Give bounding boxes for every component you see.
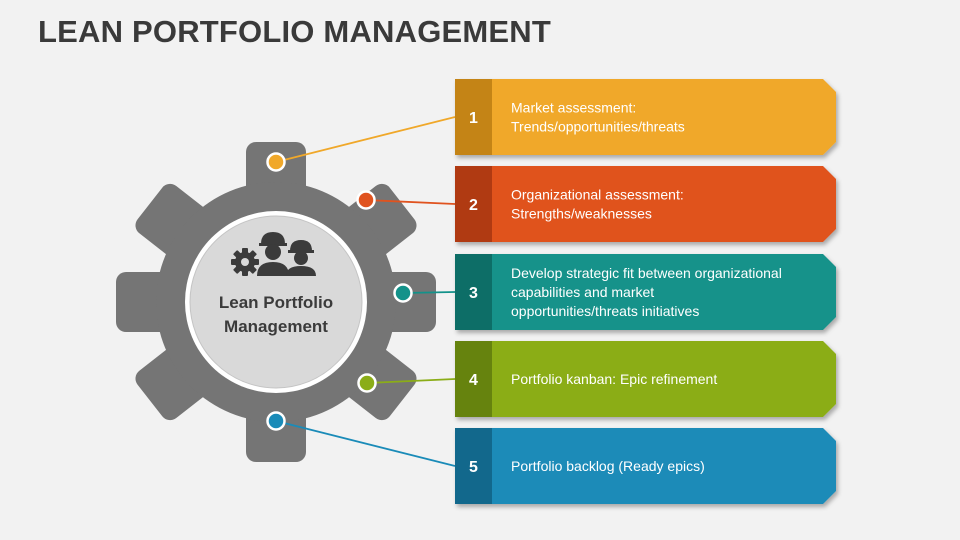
step-text-line: Develop strategic fit between organizati…: [511, 265, 782, 281]
page-title: LEAN PORTFOLIO MANAGEMENT: [38, 14, 552, 49]
step-number-box: [455, 341, 492, 417]
step-banner: [455, 254, 836, 330]
step-text-line: Organizational assessment:: [511, 187, 684, 203]
connectors: [275, 116, 456, 467]
step-text-line: Trends/opportunities/threats: [511, 119, 685, 135]
connector-line: [365, 199, 456, 205]
step-text-line: capabilities and market: [511, 284, 654, 300]
connector-line: [275, 116, 456, 163]
step-number-box: [455, 79, 492, 155]
step-number: 5: [469, 459, 478, 476]
connector-dot: [357, 373, 377, 393]
center-label-line1: Lean Portfolio: [219, 293, 333, 312]
connector-line: [366, 378, 456, 384]
step-banner: [455, 79, 836, 155]
step-number-box: [455, 428, 492, 504]
step-number: 3: [469, 285, 478, 302]
connector-dot: [356, 190, 376, 210]
step-text-line: Portfolio backlog (Ready epics): [511, 458, 705, 474]
step-item-3: 3 Develop strategic fit between organizat…: [455, 254, 836, 330]
step-text-line: Market assessment:: [511, 100, 636, 116]
step-number: 1: [469, 110, 478, 127]
gear-and-workers-icon: [231, 232, 316, 276]
step-item-1: 1 Market assessment: Trends/opportunities/…: [455, 79, 836, 155]
step-text-line: opportunities/threats initiatives: [511, 303, 699, 319]
step-number-box: [455, 166, 492, 242]
step-item-5: 5 Portfolio backlog (Ready epics): [455, 428, 836, 504]
connector-dot: [393, 283, 413, 303]
step-text-line: Strengths/weaknesses: [511, 206, 652, 222]
step-number: 4: [469, 372, 478, 389]
step-number: 2: [469, 197, 478, 214]
connector-dot: [266, 411, 286, 431]
step-banner: [455, 341, 836, 417]
connector-dot: [266, 152, 286, 172]
step-item-2: 2 Organizational assessment: Strengths/wea…: [455, 166, 836, 242]
step-number-box: [455, 254, 492, 330]
step-text-line: Portfolio kanban: Epic refinement: [511, 371, 717, 387]
step-banner: [455, 166, 836, 242]
steps-list: 1 Market assessment: Trends/opportunities/…: [455, 79, 836, 504]
connector-dots: [266, 152, 413, 431]
step-banner: [455, 428, 836, 504]
connector-line: [275, 420, 456, 467]
center-label-line2: Management: [224, 317, 328, 336]
step-item-4: 4 Portfolio kanban: Epic refinement: [455, 341, 836, 417]
